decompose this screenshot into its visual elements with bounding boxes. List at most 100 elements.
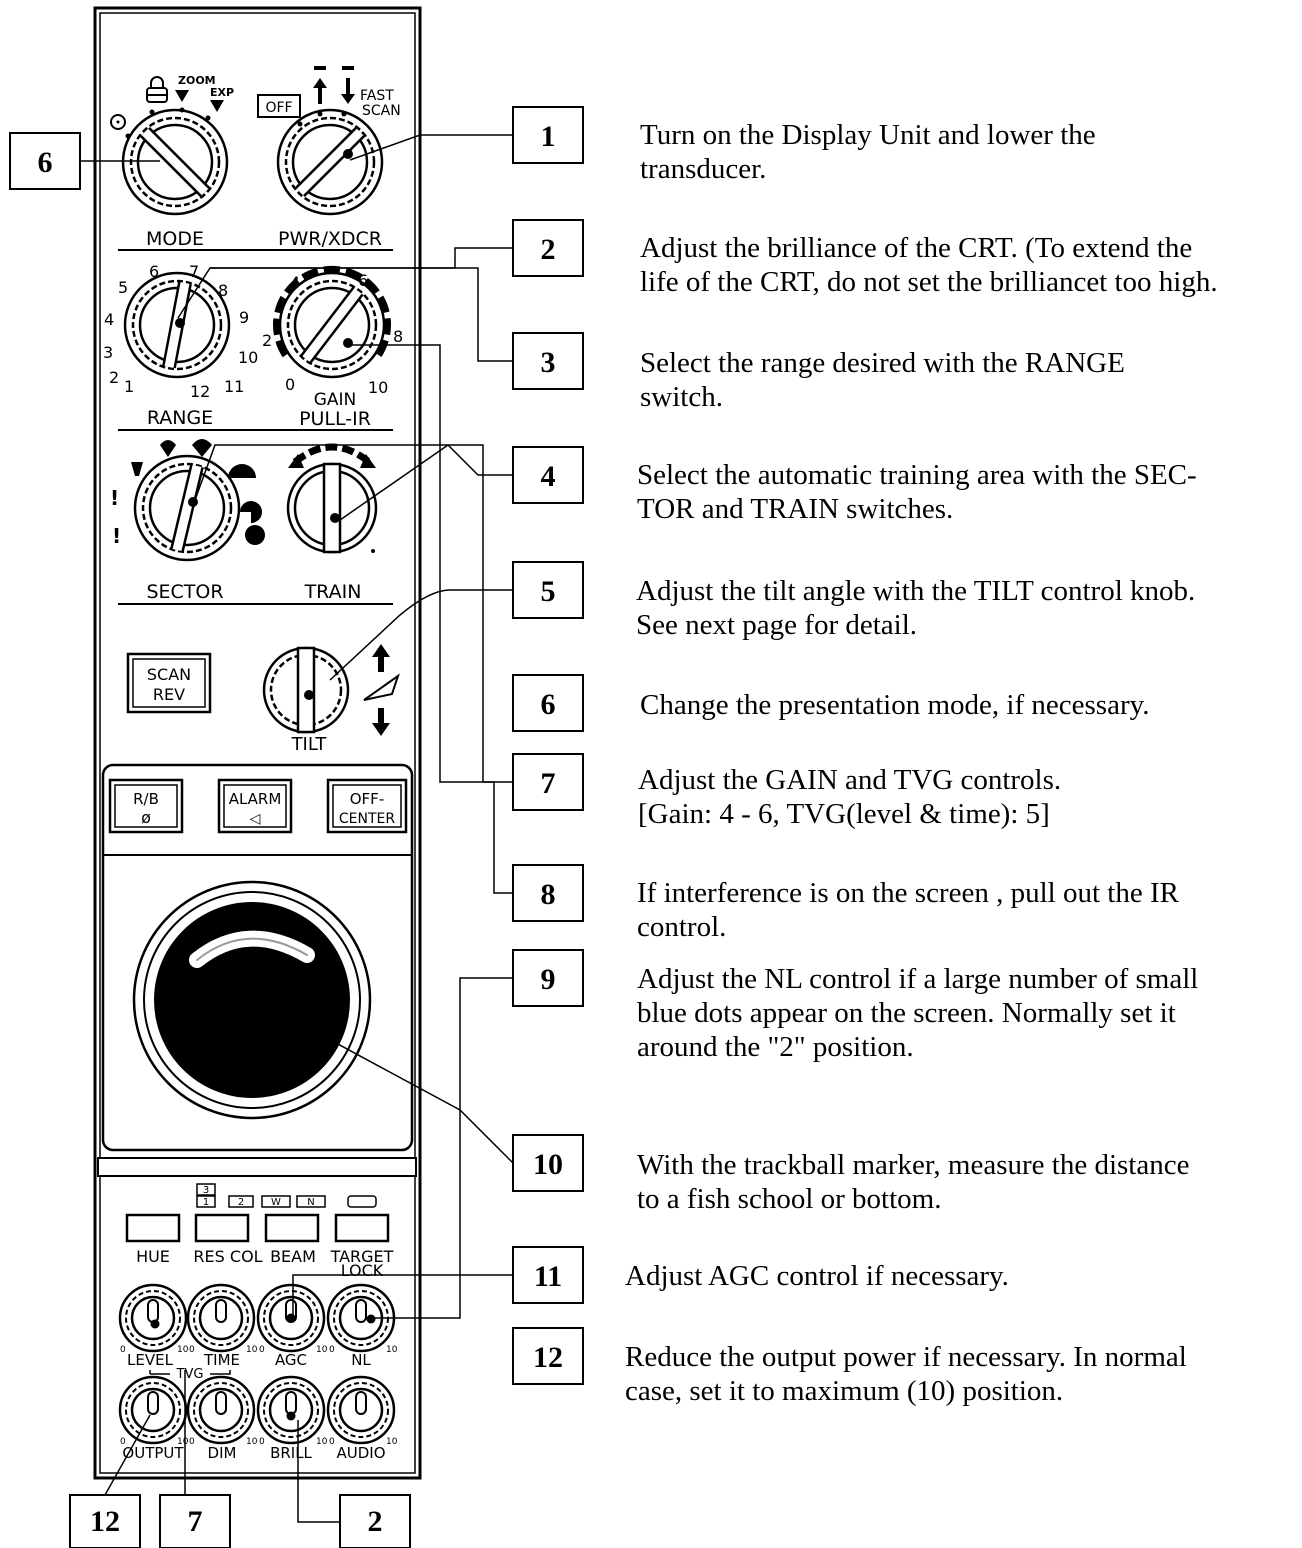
gain-scale: 0 2 4 6 8 10 <box>262 271 403 397</box>
level-knob[interactable] <box>118 1283 188 1353</box>
step-10-text: With the trackball marker, measure the d… <box>637 1149 1190 1215</box>
speaker-icon: ◁ <box>250 811 261 827</box>
step-boxes: 1 2 3 4 5 6 7 8 9 10 11 12 <box>512 106 584 1385</box>
lower-arrow-icon <box>341 78 355 104</box>
dim-knob[interactable] <box>186 1375 256 1445</box>
svg-text:7: 7 <box>541 767 556 800</box>
mode-zoom-label: ZOOM <box>178 74 216 87</box>
svg-text:W: W <box>271 1197 281 1208</box>
res-col-label: RES COL <box>193 1247 262 1266</box>
sector-label: SECTOR <box>146 581 223 603</box>
hue-button[interactable] <box>125 1213 181 1243</box>
sector-wide-icon <box>192 439 212 457</box>
svg-text:ALARM: ALARM <box>229 790 282 808</box>
sector-tick-a: ! <box>110 486 119 510</box>
tilt-up-arrow-icon <box>372 644 390 672</box>
range-knob[interactable] <box>123 271 231 379</box>
step-9-text: Adjust the NL control if a large number … <box>637 963 1199 1063</box>
step-6-text: Change the presentation mode, if necessa… <box>640 689 1150 721</box>
trackball[interactable] <box>132 880 372 1120</box>
svg-text:0: 0 <box>120 1437 126 1447</box>
step-12-text: Reduce the output power if necessary. In… <box>625 1341 1187 1407</box>
mode-knob[interactable] <box>121 108 229 216</box>
svg-text:10: 10 <box>177 1345 189 1355</box>
svg-text:0: 0 <box>285 375 295 394</box>
rb-button[interactable]: R/B ø <box>108 778 184 834</box>
svg-text:10: 10 <box>316 1437 328 1447</box>
sector-three-quarter-icon <box>240 501 262 523</box>
svg-text:10: 10 <box>386 1437 398 1447</box>
callout-2-bottom <box>339 1494 411 1548</box>
sector-medium-icon <box>160 440 176 457</box>
time-knob[interactable] <box>186 1283 256 1353</box>
gain-label: GAIN <box>314 390 357 410</box>
tilt-knob[interactable] <box>262 646 350 734</box>
alarm-button[interactable]: ALARM ◁ <box>217 778 293 834</box>
svg-text:10: 10 <box>246 1345 258 1355</box>
nl-knob[interactable] <box>326 1283 396 1353</box>
step-8-text: If interference is on the screen , pull … <box>637 877 1179 943</box>
svg-text:10: 10 <box>386 1345 398 1355</box>
brill-knob[interactable] <box>256 1375 326 1445</box>
svg-text:2: 2 <box>238 1197 244 1208</box>
scan-rev-button[interactable]: SCAN REV <box>126 652 212 714</box>
audio-knob[interactable] <box>326 1375 396 1445</box>
output-label: OUTPUT <box>122 1444 184 1462</box>
svg-text:8: 8 <box>393 327 403 346</box>
res-col-button[interactable] <box>194 1213 250 1243</box>
svg-text:REV: REV <box>153 685 185 704</box>
off-center-button[interactable]: OFF- CENTER <box>326 778 408 834</box>
svg-text:12: 12 <box>190 382 210 401</box>
target-label: TARGET <box>330 1247 394 1266</box>
beam-label: BEAM <box>270 1247 316 1266</box>
level-label: LEVEL <box>127 1351 174 1369</box>
svg-text:4: 4 <box>290 273 300 292</box>
step-4-text: Select the automatic training area with … <box>637 459 1197 525</box>
output-knob[interactable] <box>118 1375 188 1445</box>
sector-knob[interactable] <box>133 454 241 562</box>
svg-text:R/B: R/B <box>133 790 159 808</box>
brill-label: BRILL <box>270 1444 312 1462</box>
gain-pull-ir-knob[interactable] <box>273 265 391 379</box>
svg-text:9: 9 <box>541 963 556 996</box>
pwr-scan-label: SCAN <box>362 103 401 119</box>
mode-position-icon <box>110 114 126 130</box>
dim-label: DIM <box>208 1444 237 1462</box>
svg-text:8: 8 <box>218 281 228 300</box>
tilt-down-arrow-icon <box>372 708 390 736</box>
svg-text:5: 5 <box>118 278 128 297</box>
target-lock-button[interactable] <box>334 1213 390 1243</box>
svg-text:6: 6 <box>38 146 53 179</box>
svg-text:1: 1 <box>541 120 556 153</box>
train-knob[interactable] <box>286 462 378 554</box>
time-label: TIME <box>203 1351 240 1369</box>
pull-ir-label: PULL-IR <box>299 408 371 430</box>
svg-text:6: 6 <box>358 271 368 290</box>
pwr-fast-label: FAST <box>360 88 394 104</box>
svg-text:6: 6 <box>149 262 159 281</box>
pwr-xdcr-knob[interactable] <box>276 108 384 216</box>
pwr-xdcr-label: PWR/XDCR <box>278 228 382 250</box>
svg-text:OFF-: OFF- <box>350 790 384 808</box>
step-7-text: Adjust the GAIN and TVG controls.[Gain: … <box>638 764 1062 830</box>
svg-text:10: 10 <box>316 1345 328 1355</box>
sector-half-icon <box>228 464 256 478</box>
svg-text:0: 0 <box>259 1345 265 1355</box>
svg-text:ø: ø <box>141 808 151 827</box>
mode-exp-label: EXP <box>210 86 234 99</box>
svg-text:0: 0 <box>329 1437 335 1447</box>
tilt-beam-icon <box>363 673 400 701</box>
agc-knob[interactable] <box>256 1283 326 1353</box>
panel-slot <box>97 1157 417 1177</box>
svg-text:4: 4 <box>104 310 114 329</box>
svg-text:6: 6 <box>541 688 556 721</box>
beam-button[interactable] <box>264 1213 320 1243</box>
sector-full-icon <box>245 525 265 545</box>
svg-text:2: 2 <box>109 368 119 387</box>
svg-text:10: 10 <box>246 1437 258 1447</box>
svg-text:7: 7 <box>188 1505 203 1538</box>
raise-arrow-icon <box>313 78 327 104</box>
